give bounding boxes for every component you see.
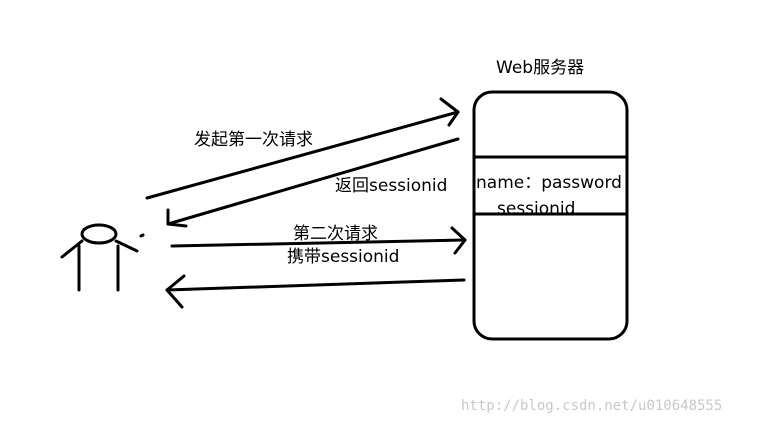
- label-return-sessionid: 返回sessionid: [335, 176, 448, 196]
- arrow-return-session: [166, 137, 460, 228]
- label-first-request: 发起第一次请求: [194, 130, 313, 150]
- server-title: Web服务器: [496, 58, 585, 78]
- user-head: [80, 223, 118, 245]
- user-left-arm: [60, 239, 84, 259]
- label-second-request: 第二次请求: [293, 224, 378, 244]
- server-row-sessionid: sessionid: [497, 201, 576, 214]
- arrow-second-request: [170, 226, 467, 255]
- watermark-url: http://blog.csdn.net/u010648555: [461, 398, 723, 414]
- server-box: [472, 90, 629, 341]
- user-figure: [60, 223, 145, 292]
- arrow-response: [165, 274, 466, 309]
- server-row-name-password: name：password: [476, 173, 622, 193]
- arrow-first-request: [145, 97, 460, 200]
- user-dot: [139, 233, 145, 238]
- user-right-arm: [114, 239, 139, 253]
- label-carry-sessionid: 携带sessionid: [287, 247, 400, 267]
